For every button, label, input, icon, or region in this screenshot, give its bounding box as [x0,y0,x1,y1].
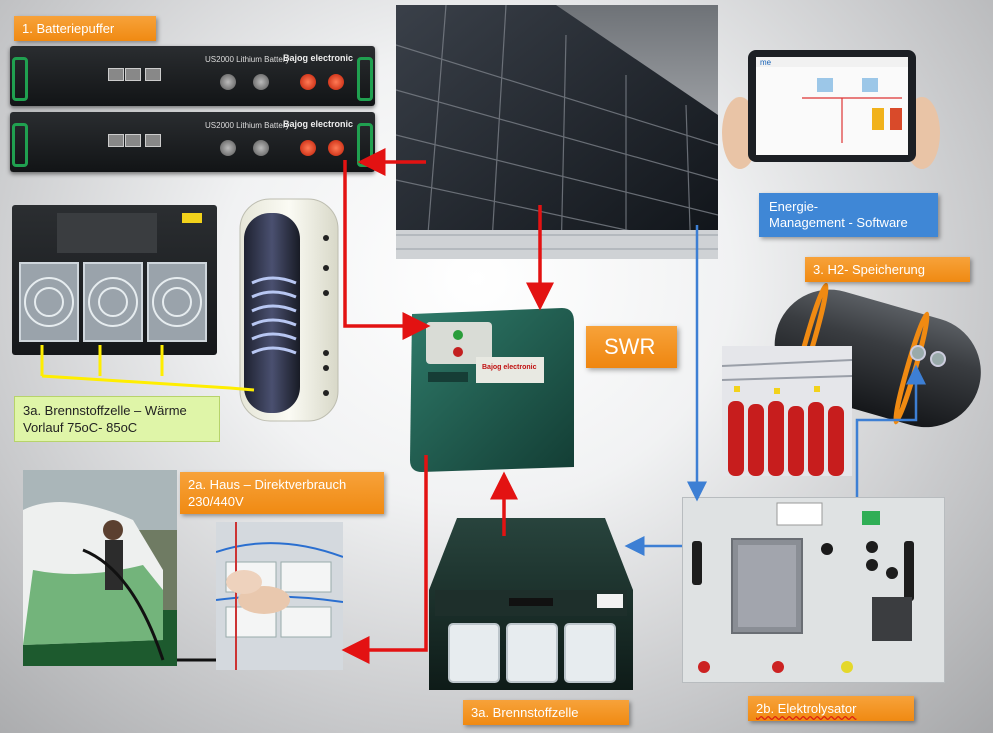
gas-cylinders-photo [722,346,852,476]
label-elektrolysator-text: 2b. Elektrolysator [756,701,857,716]
svg-text:me: me [760,58,772,67]
solar-panel-photo [396,5,718,259]
label-haus-line2: 230/440V [188,494,244,509]
inverter-device: Bajog electronic [402,302,582,475]
fuel-cell-device [427,514,635,692]
hot-water-tank [238,193,342,425]
label-energie-line1: Energie- [769,199,819,214]
battery-module-2: US2000 Lithium Battery Bajog electronic [10,112,375,172]
arrow-battery-to-inverter [343,160,431,340]
label-waerme-line2: Vorlauf 75oC- 85oC [23,420,138,435]
battery-brand-logo-2: Bajog electronic [282,119,353,129]
arrow-inverter-to-house [341,455,428,664]
electric-car-photo [23,470,177,666]
label-elektrolysator: 2b. Elektrolysator [748,696,914,721]
label-energie-line2: Management - Software [769,215,908,230]
label-batteriepuffer: 1. Batteriepuffer [14,16,156,41]
label-energie-management: Energie- Management - Software [759,193,938,237]
battery-module-1: US2000 Lithium Battery Bajog electronic [10,46,375,106]
label-swr: SWR [586,326,677,368]
label-brennstoffzelle: 3a. Brennstoffzelle [463,700,629,725]
inverter-brand-logo: Bajog electronic [482,364,537,371]
line-heat-to-tank [41,374,255,392]
electrical-panel-photo [216,522,343,670]
label-haus-line1: 2a. Haus – Direktverbrauch [188,477,347,492]
arrow-electrolyzer-to-h2 [855,364,926,497]
battery-model-text: US2000 Lithium Battery [205,55,290,64]
label-brennstoffzelle-waerme: 3a. Brennstoffzelle – Wärme Vorlauf 75oC… [14,396,220,442]
label-h2-speicherung: 3. H2- Speicherung [805,257,970,282]
electrolyzer-device [681,496,946,684]
battery-model-text-2: US2000 Lithium Battery [205,121,290,130]
label-waerme-line1: 3a. Brennstoffzelle – Wärme [23,403,187,418]
fuel-cell-heat-unit [12,205,217,355]
tablet-photo: me [722,38,940,178]
label-haus-direktverbrauch: 2a. Haus – Direktverbrauch 230/440V [180,472,384,514]
battery-brand-logo: Bajog electronic [282,53,353,63]
